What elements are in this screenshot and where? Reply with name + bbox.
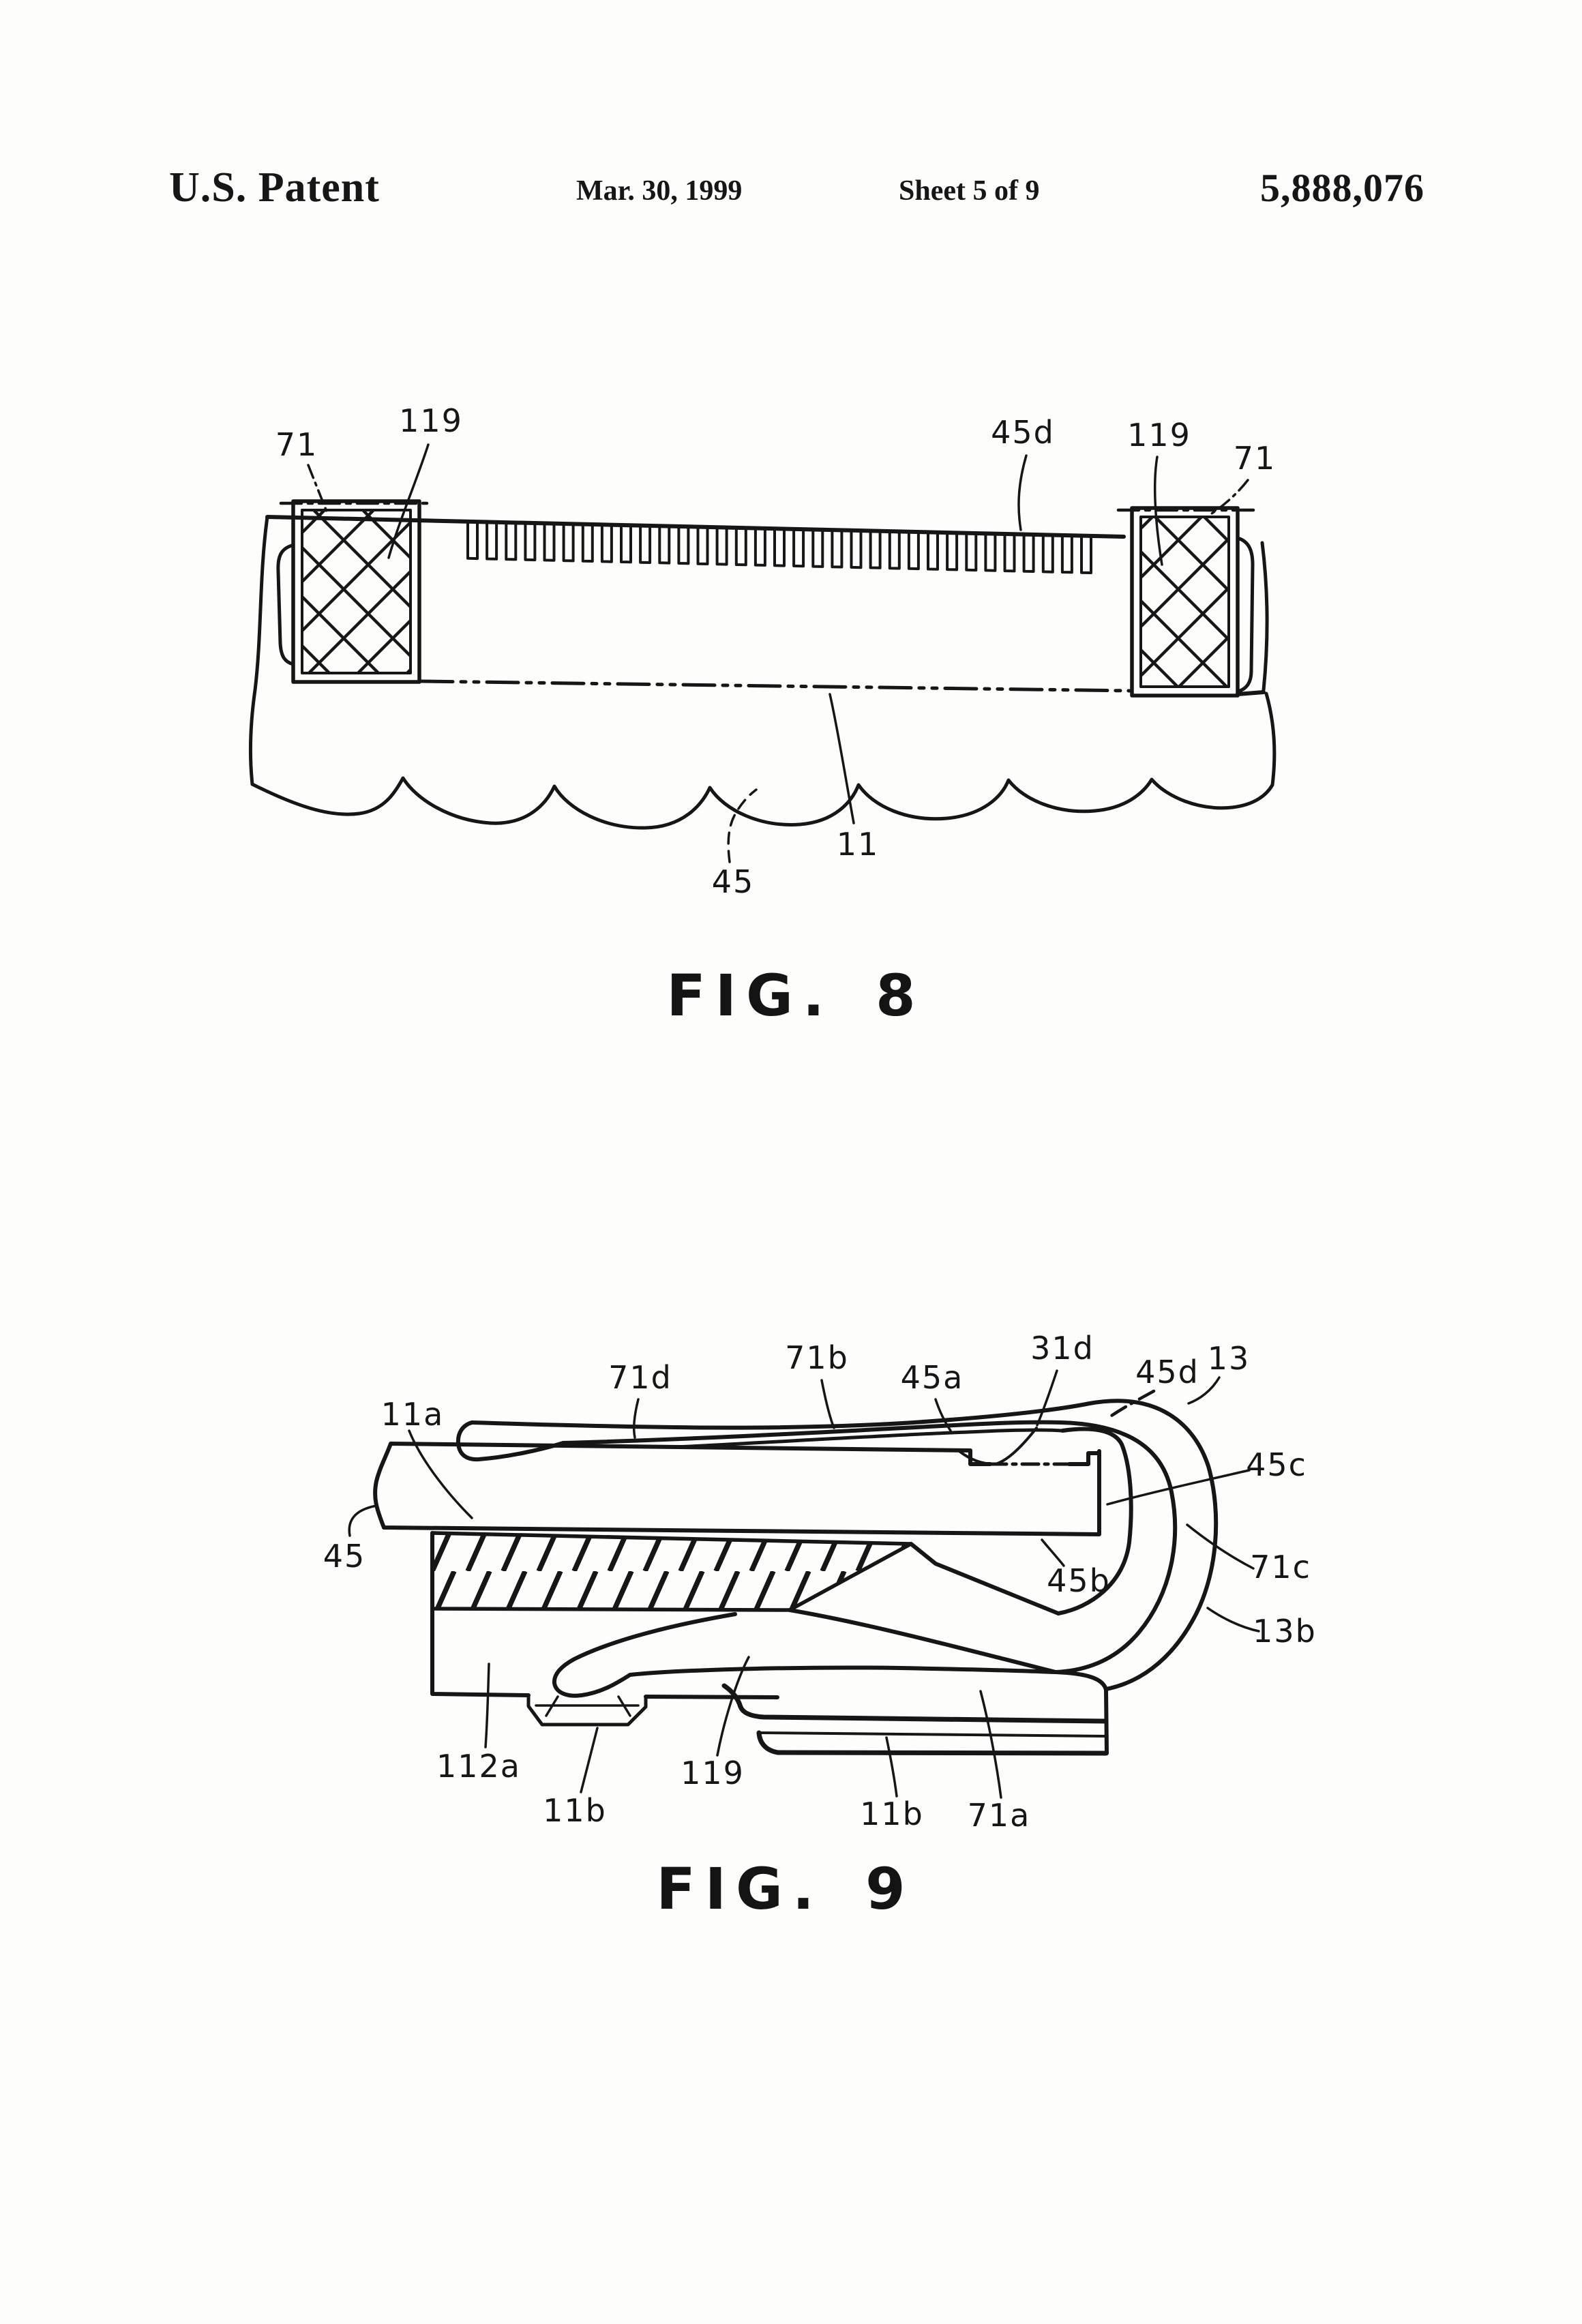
left-bracket: [276, 543, 295, 666]
leader-119-fig9: [716, 1656, 750, 1757]
sheet-count: Sheet 5 of 9: [899, 175, 1040, 207]
ref-numeral-71: 71: [275, 426, 318, 463]
leader-45-board: [348, 1504, 378, 1537]
patent-date: Mar. 30, 1999: [576, 175, 743, 207]
spring-tongue-lower: [788, 1608, 1058, 1674]
leader-45a: [934, 1398, 952, 1432]
ref-numeral-13b: 13b: [1253, 1613, 1317, 1650]
leader-11b-left: [580, 1727, 599, 1793]
patent-number: 5,888,076: [1260, 166, 1424, 210]
leader-112a: [484, 1663, 490, 1748]
leader-71d: [632, 1398, 640, 1439]
substrate-bottom-centerline: [419, 679, 1133, 693]
stack-line-3: [756, 1730, 1109, 1756]
left-terminal-pad-outline: [291, 499, 421, 684]
spring-underside: [561, 1420, 1178, 1674]
left-foot: [526, 1693, 648, 1727]
recess-funnel-left: [959, 1450, 996, 1465]
ref-numeral-11a: 11a: [380, 1396, 445, 1433]
leader-71a: [979, 1690, 1002, 1799]
ref-numeral-112a: 112a: [436, 1748, 521, 1785]
ref-numeral-71: 71: [1233, 440, 1277, 477]
leader-71c: [1186, 1523, 1255, 1570]
ref-numeral-119: 119: [681, 1755, 745, 1791]
leader-71-left: [307, 464, 328, 513]
leader-11a: [408, 1429, 473, 1519]
leader-71-right: [1208, 479, 1249, 516]
ref-numeral-45d: 45d: [991, 414, 1055, 451]
substrate-bottom-right-edge: [1236, 690, 1266, 696]
sheet-right-torn-edge: [1260, 541, 1277, 787]
ref-numeral-45: 45: [323, 1538, 366, 1575]
ref-numeral-45c: 45c: [1246, 1446, 1307, 1483]
cable-bend-line: [674, 1428, 1064, 1449]
ref-numeral-71a: 71a: [967, 1797, 1031, 1834]
lower-arm-upper-edge: [552, 1612, 737, 1685]
ref-numeral-119: 119: [399, 402, 463, 439]
spring-tongue-upper: [909, 1542, 1060, 1615]
ref-numeral-71b: 71b: [785, 1339, 849, 1376]
leader-71b: [820, 1379, 835, 1429]
leader-45-fig8: [727, 788, 758, 863]
ref-numeral-45a: 45a: [900, 1359, 964, 1396]
leader-45b: [1041, 1538, 1065, 1567]
fig9-caption: FIG. 9: [656, 1856, 915, 1922]
fig8-drawing: [248, 443, 1277, 863]
clip-inner-curve: [1056, 1427, 1133, 1615]
right-bracket: [1236, 537, 1255, 694]
left-foot-detail: [535, 1695, 640, 1717]
leader-31d: [1036, 1369, 1058, 1427]
ref-numeral-71c: 71c: [1250, 1549, 1311, 1585]
patent-title: U.S. Patent: [169, 164, 380, 211]
leader-13: [1187, 1376, 1221, 1405]
leader-13b: [1206, 1607, 1260, 1633]
spring-top-arm: [470, 1399, 1219, 1691]
leader-45c: [1106, 1469, 1251, 1506]
leader-119-left: [387, 443, 430, 559]
adhesive-band: [430, 1531, 913, 1612]
ref-numeral-31d: 31d: [1030, 1330, 1094, 1367]
ref-numeral-45: 45: [711, 863, 755, 900]
ref-numeral-11: 11: [836, 826, 880, 863]
lower-arm-lower-edge: [552, 1665, 1058, 1698]
recess-funnel-right: [994, 1427, 1038, 1465]
lower-plate-right-end: [1054, 1670, 1109, 1755]
right-terminal-pad-hatch: [1139, 516, 1230, 688]
fig8-caption: FIG. 8: [666, 962, 925, 1029]
sheet-left-torn-edge: [248, 515, 269, 786]
stack-line-2: [758, 1731, 1107, 1738]
leader-119-right: [1153, 456, 1163, 566]
spring-arm-hook: [456, 1420, 565, 1462]
ref-numeral-45b: 45b: [1047, 1562, 1111, 1599]
ref-numeral-71d: 71d: [608, 1359, 672, 1396]
right-terminal-pad-outline: [1130, 506, 1240, 698]
stack-line-1: [721, 1683, 1109, 1724]
ref-numeral-11b: 11b: [543, 1792, 607, 1829]
electrode-teeth: [466, 522, 1092, 574]
leader-11b-right: [885, 1736, 898, 1798]
leader-45d-fig8: [1017, 454, 1028, 531]
sheet-bottom-torn-edge: [250, 776, 1274, 830]
phantom-45d: [1109, 1389, 1156, 1418]
left-terminal-pad-hatch: [301, 509, 412, 674]
ref-numeral-119: 119: [1127, 417, 1191, 453]
fig9-drawing: [348, 1369, 1260, 1799]
ref-numeral-45d: 45d: [1135, 1354, 1199, 1390]
ref-numeral-11b: 11b: [860, 1796, 924, 1832]
leader-11-fig8: [829, 693, 855, 824]
ref-numeral-13: 13: [1207, 1340, 1251, 1377]
base-block: [430, 1531, 779, 1699]
